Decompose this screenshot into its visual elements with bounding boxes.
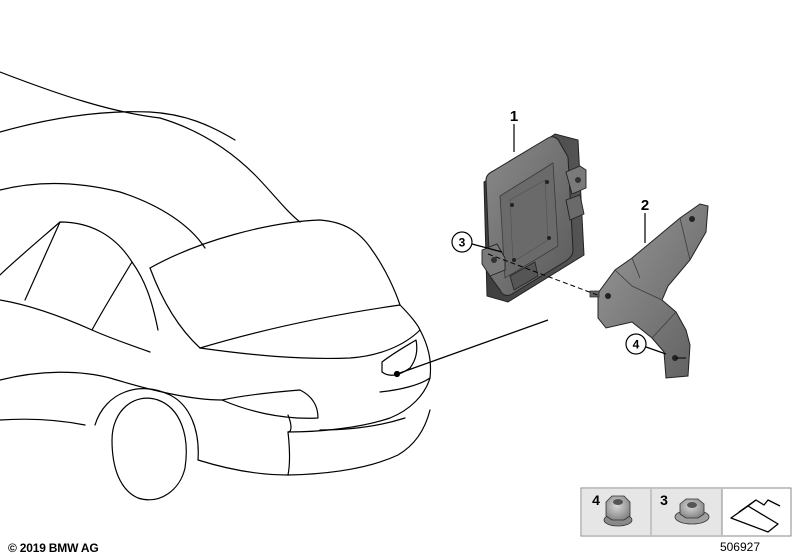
diagram-number: 506927	[719, 540, 760, 554]
legend-nut-item: 4	[592, 492, 633, 527]
copyright-notice: © 2019 BMW AG	[8, 541, 99, 555]
car-leader	[393, 319, 549, 378]
bracket[interactable]	[589, 203, 709, 379]
callout-1-label: 1	[510, 108, 518, 125]
flange-nut-icon	[674, 498, 710, 525]
callout-3: 3	[451, 231, 503, 253]
parts-legend: 4 3	[580, 487, 792, 537]
assembly-symbol-icon	[730, 499, 781, 533]
callout-1: 1	[510, 108, 518, 152]
callout-4-label: 4	[633, 338, 640, 352]
car-outline	[0, 71, 432, 501]
control-unit[interactable]	[481, 133, 587, 303]
nut-icon	[603, 495, 633, 527]
callout-2: 2	[641, 197, 649, 243]
assembly-lines	[487, 253, 686, 359]
legend-nut-number: 4	[592, 492, 600, 508]
legend-screw-item: 3	[660, 492, 710, 525]
callout-2-label: 2	[641, 197, 649, 214]
callout-3-label: 3	[459, 236, 466, 250]
callout-4: 4	[625, 333, 667, 355]
legend-screw-number: 3	[660, 492, 668, 508]
